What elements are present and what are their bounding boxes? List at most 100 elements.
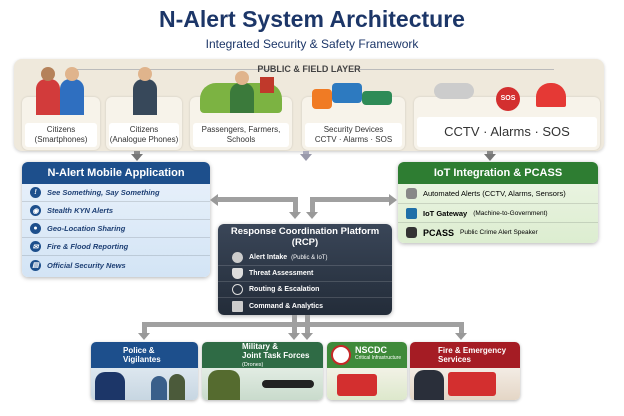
soldier-icon [208, 370, 240, 400]
gateway-icon [406, 207, 417, 219]
elderly-phone-user-icon [130, 67, 160, 115]
card-title-line2: Joint Task Forces [242, 350, 310, 360]
divider [74, 69, 274, 70]
card-sub: Critical Infrastructure [355, 355, 402, 361]
citizens-analogue-card: Citizens(Analogue Phones) [106, 67, 182, 150]
alarm-siren-icon [536, 83, 566, 107]
connector-line [310, 197, 390, 202]
location-pin-icon: ● [30, 223, 41, 234]
news-icon: ▤ [30, 259, 41, 271]
arrow-down-icon [301, 333, 313, 340]
list-item: Routing & Escalation [218, 282, 392, 298]
item-label: Geo-Location Sharing [47, 224, 126, 233]
nscdc-badge-icon [331, 345, 351, 365]
divider [354, 69, 554, 70]
citizens-smartphones-card: Citizens(Smartphones) [22, 67, 100, 150]
item-label: Official Security News [47, 260, 126, 270]
item-label: See Something, Say Something [47, 188, 160, 197]
list-item: ▤ Official Security News [22, 256, 210, 274]
list-item: ● Geo-Location Sharing [22, 220, 210, 238]
alert-icon: ! [30, 187, 41, 198]
arrow-down-icon [306, 212, 318, 219]
eye-icon: ◉ [30, 205, 41, 216]
arrow-stem [134, 151, 140, 155]
panel-title: N-Alert Mobile Application [22, 162, 210, 184]
card-label: CCTV · Alarms · SOS [417, 117, 597, 147]
card-line1: Security Devices [323, 125, 384, 134]
car-icon [362, 91, 392, 105]
farm-school-icon [200, 71, 282, 113]
page-subtitle: Integrated Security & Safety Framework [205, 37, 419, 51]
item-label: Fire & Flood Reporting [47, 242, 129, 251]
item-label: Threat Assessment [249, 270, 314, 277]
list-item: ✉ Fire & Flood Reporting [22, 238, 210, 256]
list-item: Command & Analytics [218, 298, 392, 314]
card-title: Military & [242, 342, 279, 351]
item-label: Routing & Escalation [249, 286, 320, 293]
report-icon: ✉ [30, 241, 41, 252]
card-title: NSCDC [355, 345, 388, 355]
analytics-icon [232, 300, 243, 312]
arrow-left-icon [210, 194, 218, 206]
intake-icon [232, 252, 243, 263]
shield-icon [232, 268, 243, 279]
list-item: ! See Something, Say Something [22, 184, 210, 202]
arrow-down-icon [300, 154, 312, 161]
connector-line [459, 322, 464, 334]
layer-label: PUBLIC & FIELD LAYER [257, 64, 361, 74]
connector-line [142, 322, 464, 327]
list-item: Threat Assessment [218, 266, 392, 282]
school-icon [260, 77, 274, 93]
arrow-down-icon [484, 154, 496, 161]
card-line1: Citizens [46, 125, 76, 134]
item-sub: (Machine-to-Government) [473, 209, 548, 217]
card-line2: Schools [226, 135, 256, 144]
fire-truck-icon [337, 374, 377, 396]
arrow-stem [487, 151, 493, 155]
connector-line [310, 197, 315, 213]
card-line2: CCTV · Alarms · SOS [314, 135, 393, 144]
speaker-shield-icon [406, 227, 417, 238]
card-line2: (Smartphones) [34, 135, 88, 144]
card-title: Police & Vigilantes [91, 342, 198, 368]
panel-title: Response Coordination Platform (RCP) [230, 226, 380, 248]
list-item: ◉ Stealth KYN Alerts [22, 202, 210, 220]
fire-truck-icon [448, 372, 496, 396]
mobile-app-panel: N-Alert Mobile Application ! See Somethin… [22, 162, 210, 277]
connector-line [292, 315, 297, 334]
vigilante-icon [169, 374, 185, 400]
arrow-down-icon [131, 154, 143, 161]
alarm-clock-icon [232, 284, 243, 295]
vigilante-icon [151, 376, 167, 400]
panel-title: IoT Integration & PCASS [398, 162, 598, 184]
page-title: N-Alert System Architecture [159, 6, 465, 32]
cctv-alarms-sos-card: SOS CCTV · Alarms · SOS [414, 83, 600, 150]
police-vigilantes-card: Police & Vigilantes [91, 342, 198, 400]
arrow-down-icon [288, 333, 300, 340]
card-sub: (Drones) [242, 362, 264, 368]
public-field-layer: PUBLIC & FIELD LAYER Citizens(Smartphone… [14, 59, 604, 151]
firefighter-icon [414, 370, 444, 400]
item-label: Alert Intake [249, 254, 288, 261]
connector-line [217, 197, 297, 202]
list-item: Automated Alerts (CCTV, Alarms, Sensors) [398, 184, 598, 204]
list-item: IoT Gateway (Machine-to-Government) [398, 204, 598, 223]
arrow-down-icon [289, 212, 301, 219]
list-item: Alert Intake(Public & IoT) [218, 250, 392, 266]
item-label: PCASS [423, 227, 455, 238]
rcp-panel: Response Coordination Platform (RCP) Ale… [218, 224, 392, 315]
card-line1: Citizens [129, 125, 159, 134]
item-label: IoT Gateway [423, 208, 468, 218]
cctv-icon [406, 188, 417, 199]
item-sub: (Public & IoT) [291, 254, 328, 261]
connector-line [305, 315, 310, 334]
card-line2: (Analogue Phones) [109, 135, 179, 144]
arrow-stem [303, 151, 309, 155]
phone-icon [312, 89, 332, 109]
card-line1: Passengers, Farmers, [201, 125, 281, 134]
military-jtf-card: Military &Joint Task Forces (Drones) [202, 342, 323, 400]
passengers-farmers-card: Passengers, Farmers,Schools [190, 71, 292, 150]
item-label: Stealth KYN Alerts [47, 206, 113, 215]
